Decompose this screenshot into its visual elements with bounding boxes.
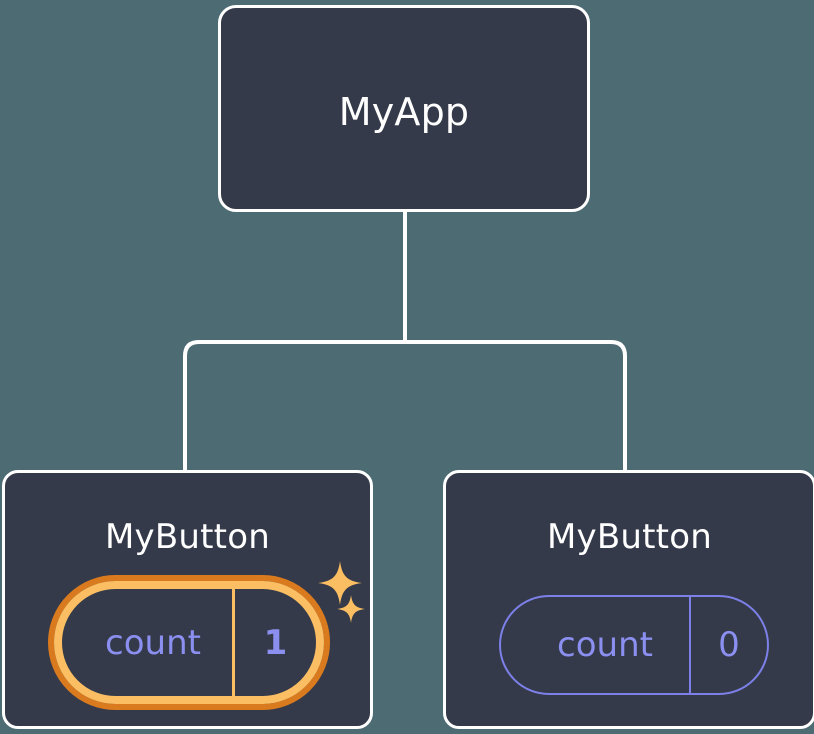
root-node-title: MyApp: [338, 90, 470, 134]
state-pill-highlight-ring: [48, 575, 330, 710]
root-node[interactable]: MyApp: [218, 5, 590, 212]
state-pill-right-key: count: [557, 625, 653, 665]
state-pill-left-body: count 1: [54, 581, 324, 704]
child-node-left[interactable]: MyButton count 1: [2, 470, 373, 729]
connector-child-bus: [183, 340, 627, 470]
sparkle-small-icon: [337, 595, 365, 623]
child-node-right-title: MyButton: [547, 517, 712, 557]
state-pill-left-key: count: [105, 622, 201, 663]
state-pill-right-value: 0: [689, 597, 767, 693]
state-pill-right[interactable]: count 0: [499, 595, 769, 695]
state-pill-left[interactable]: count 1: [48, 575, 330, 710]
child-node-left-title: MyButton: [105, 517, 270, 557]
child-node-right[interactable]: MyButton count 0: [443, 470, 814, 729]
state-pill-left-value: 1: [232, 589, 316, 696]
